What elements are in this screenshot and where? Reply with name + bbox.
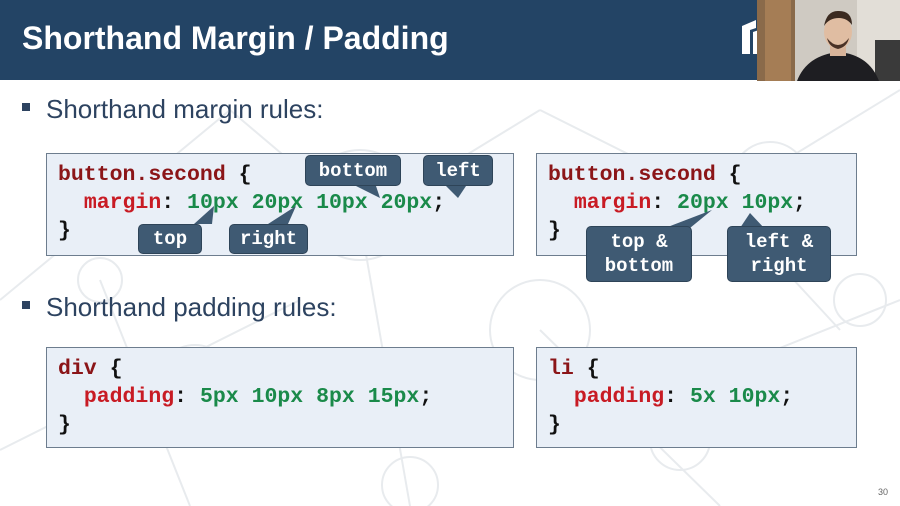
bullet-padding: Shorthand padding rules:	[22, 292, 337, 323]
code-colon: :	[664, 385, 678, 409]
code-value-top: 10px	[187, 191, 239, 215]
code-value: 10px	[251, 385, 304, 409]
code-padding-two-values: li { padding: 5x 10px; }	[536, 347, 857, 448]
code-colon: :	[161, 191, 175, 215]
code-selector: div	[58, 357, 97, 381]
code-property: margin	[573, 191, 652, 215]
code-colon: :	[174, 385, 188, 409]
code-open-brace: {	[109, 357, 123, 381]
callout-right: right	[229, 224, 308, 254]
callout-left-and-right-line2: right	[750, 255, 808, 277]
code-close-brace: }	[548, 219, 561, 243]
code-selector: button.second	[58, 163, 226, 187]
code-property: padding	[573, 385, 665, 409]
code-value-left-right: 10px	[741, 191, 794, 215]
code-close-brace: }	[548, 413, 561, 437]
code-semicolon: ;	[793, 191, 807, 215]
code-padding-four-values: div { padding: 5px 10px 8px 15px; }	[46, 347, 514, 448]
presenter-video	[757, 0, 900, 81]
callout-top: top	[138, 224, 202, 254]
code-semicolon: ;	[432, 191, 446, 215]
callout-bottom: bottom	[305, 155, 401, 186]
code-value: 8px	[316, 385, 355, 409]
code-value-right: 20px	[251, 191, 304, 215]
code-value: 15px	[367, 385, 420, 409]
code-colon: :	[651, 191, 665, 215]
bullet-margin-text: Shorthand margin rules:	[46, 94, 324, 124]
callout-left: left	[423, 155, 493, 186]
code-close-brace: }	[58, 219, 71, 243]
slide-title: Shorthand Margin / Padding	[22, 20, 449, 56]
webcam-overlay	[757, 0, 900, 81]
callout-top-and-bottom-line1: top &	[610, 231, 668, 253]
callout-left-and-right-line1: left &	[744, 231, 814, 253]
code-property: padding	[83, 385, 175, 409]
callout-left-and-right: left &right	[727, 226, 831, 282]
code-value: 5x	[689, 385, 716, 409]
code-margin-four-values: button.second { margin: 10px 20px 10px 2…	[46, 153, 514, 256]
code-value: 10px	[728, 385, 781, 409]
page-number: 30	[877, 487, 888, 497]
code-selector: button.second	[548, 163, 716, 187]
code-selector: li	[548, 357, 574, 381]
bullet-padding-text: Shorthand padding rules:	[46, 292, 337, 322]
bullet-margin: Shorthand margin rules:	[22, 94, 323, 125]
code-open-brace: {	[728, 163, 742, 187]
code-value-left: 20px	[380, 191, 433, 215]
code-open-brace: {	[238, 163, 252, 187]
code-semicolon: ;	[780, 385, 794, 409]
callout-top-and-bottom: top &bottom	[586, 226, 692, 282]
code-property: margin	[83, 191, 162, 215]
code-value-top-bottom: 20px	[677, 191, 729, 215]
code-close-brace: }	[58, 413, 71, 437]
code-open-brace: {	[586, 357, 600, 381]
code-value-bottom: 10px	[316, 191, 368, 215]
code-semicolon: ;	[419, 385, 433, 409]
bullet-square-icon	[22, 103, 30, 112]
bullet-square-icon	[22, 301, 30, 310]
code-value: 5px	[199, 385, 239, 409]
callout-top-and-bottom-line2: bottom	[604, 255, 674, 277]
